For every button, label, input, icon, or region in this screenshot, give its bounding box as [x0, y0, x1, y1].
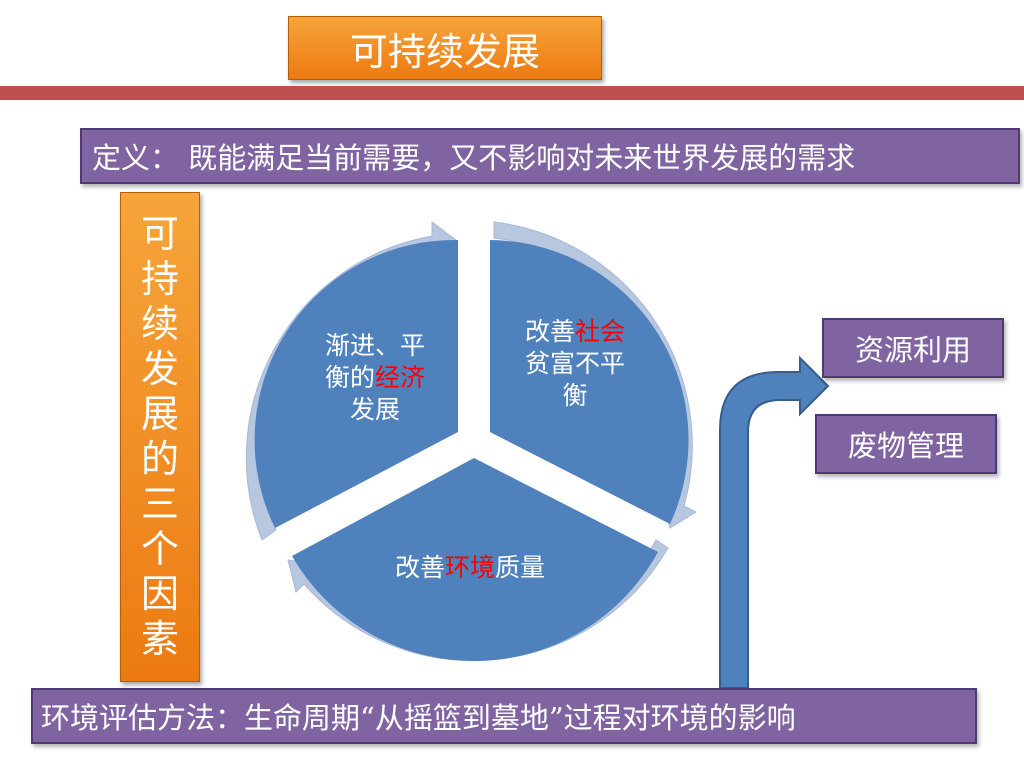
definition-box: 定义： 既能满足当前需要，又不影响对未来世界发展的需求 — [80, 128, 1020, 184]
vertical-char: 因 — [140, 572, 179, 616]
page-title: 可持续发展 — [288, 16, 602, 80]
segment-environment-label: 改善环境质量 — [330, 552, 610, 584]
economy-line-1: 渐进、平 — [324, 331, 425, 360]
social-keyword: 社会 — [575, 317, 626, 346]
vertical-char: 持 — [140, 257, 179, 301]
segment-economy — [254, 239, 458, 528]
segment-economy-label: 渐进、平 衡的经济 发展 — [300, 330, 450, 426]
economy-line-2: 衡的经济 — [300, 362, 450, 394]
social-line-2: 贫富不平 — [524, 349, 625, 378]
vertical-char: 素 — [140, 617, 179, 661]
vertical-char: 可 — [140, 212, 179, 256]
vertical-char: 的 — [140, 437, 179, 481]
resource-utilization-box: 资源利用 — [822, 318, 1004, 378]
economy-text: 衡的 — [324, 363, 375, 392]
vertical-char: 续 — [140, 302, 179, 346]
vertical-char: 个 — [140, 527, 179, 571]
segment-social — [490, 240, 689, 524]
three-factors-label: 可 持 续 发 展 的 三 个 因 素 — [120, 192, 200, 682]
waste-management-box: 废物管理 — [815, 414, 997, 474]
social-text: 改善 — [524, 317, 575, 346]
economy-keyword: 经济 — [375, 363, 426, 392]
vertical-char: 发 — [140, 347, 179, 391]
assessment-method-box: 环境评估方法：生命周期“从摇篮到墓地”过程对环境的影响 — [31, 688, 977, 744]
social-line-1: 改善社会 — [505, 316, 645, 348]
title-divider-bar — [0, 86, 1024, 100]
segment-social-label: 改善社会 贫富不平 衡 — [505, 316, 645, 412]
vertical-char: 展 — [140, 392, 179, 436]
segment-environment — [292, 458, 658, 662]
environment-text-post: 质量 — [495, 553, 546, 582]
environment-keyword: 环境 — [444, 553, 495, 582]
environment-text: 改善 — [394, 553, 445, 582]
vertical-char: 三 — [140, 482, 179, 526]
social-line-3: 衡 — [562, 381, 588, 410]
economy-line-3: 发展 — [349, 395, 400, 424]
flow-arrow-shaft — [719, 355, 830, 689]
